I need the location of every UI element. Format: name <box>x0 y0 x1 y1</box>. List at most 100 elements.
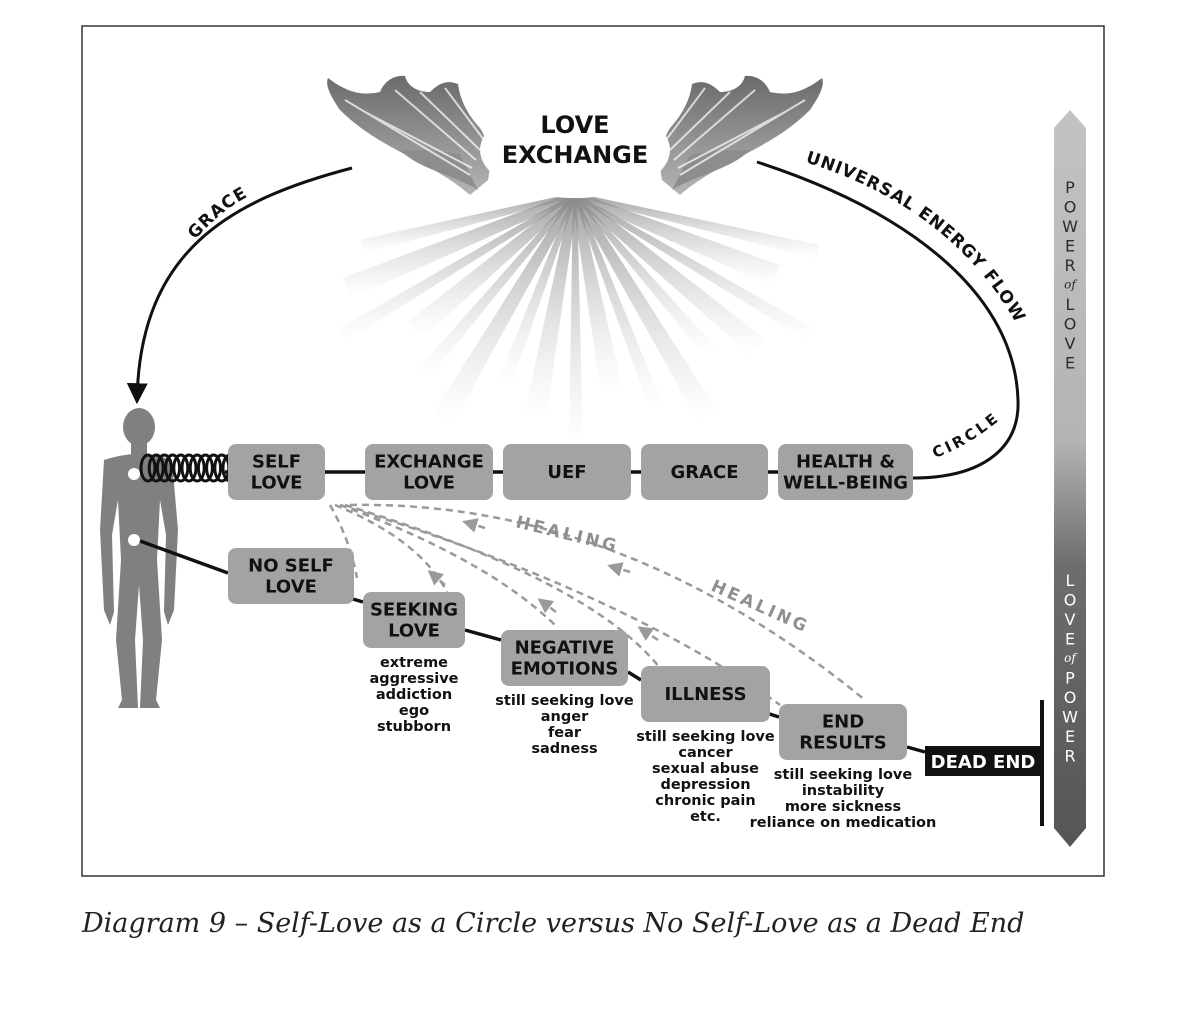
spiral-coil <box>196 453 214 483</box>
spiral-coil <box>155 453 173 483</box>
healing-arrowhead <box>462 518 486 533</box>
healing-arrowhead <box>607 562 631 577</box>
light-rays <box>338 191 819 448</box>
healing-label-2: HEALING <box>708 576 812 637</box>
spiral-coil <box>147 453 165 483</box>
box-uef: UEF <box>503 444 631 500</box>
no-self-love-dead-end-row: NO SELFLOVESEEKINGLOVEextremeaggressivea… <box>228 548 936 831</box>
light-ray <box>571 194 623 393</box>
box-illness-note: still seeking love <box>636 729 775 745</box>
box-illness-note: cancer <box>678 745 733 761</box>
spiral-coil <box>205 453 223 483</box>
box-self-love-label: SELF <box>252 452 301 473</box>
box-negative-emotions-note: fear <box>548 725 582 741</box>
box-uef-bg <box>503 444 631 500</box>
box-negative-emotions-label: EMOTIONS <box>511 659 619 680</box>
box-illness-note: sexual abuse <box>652 761 759 777</box>
light-ray <box>573 193 813 340</box>
box-illness-note: chronic pain <box>655 793 755 809</box>
box-self-love-label: LOVE <box>251 473 303 494</box>
healing-arrow <box>328 504 359 579</box>
box-end-results-label: RESULTS <box>799 733 886 754</box>
human-figure <box>100 408 178 708</box>
universal-energy-flow-arc <box>756 160 1020 480</box>
light-ray <box>417 193 577 378</box>
power-of-love-of: of <box>1064 278 1078 292</box>
box-illness-bg <box>641 666 770 722</box>
light-ray <box>498 194 577 385</box>
healing-arrowhead <box>427 570 446 586</box>
light-ray <box>568 194 583 448</box>
power-of-love-letter: E <box>1065 237 1075 256</box>
box-end-results-note: still seeking love <box>774 767 913 783</box>
box-end-results-bg <box>779 704 907 760</box>
light-ray <box>407 192 578 339</box>
light-ray <box>342 191 577 298</box>
power-of-love-letter: R <box>1064 256 1075 275</box>
light-ray <box>573 194 664 411</box>
light-ray <box>524 194 579 419</box>
healing-arrow <box>339 503 559 629</box>
love-exchange-line1: LOVE <box>540 111 609 139</box>
energy-spiral <box>139 453 239 483</box>
healing-arrow <box>349 503 866 701</box>
love-of-power-of: of <box>1064 651 1078 665</box>
box-end-results-label: END <box>822 712 864 733</box>
love-of-power-letter: V <box>1065 610 1076 629</box>
box-exchange-love-bg <box>365 444 493 500</box>
dead-end-box <box>925 746 1041 776</box>
love-of-power-letter: E <box>1065 630 1075 649</box>
love-of-power-letter: P <box>1065 669 1075 688</box>
power-of-love-letter: O <box>1064 198 1077 217</box>
power-love-scale-bar <box>1054 110 1086 847</box>
light-ray <box>574 192 819 259</box>
power-of-love-letter: P <box>1065 178 1075 197</box>
box-end-results-note: instability <box>802 783 885 799</box>
box-end-results-note: more sickness <box>785 799 901 815</box>
box-health-well-being-bg <box>778 444 913 500</box>
light-ray <box>338 193 577 342</box>
diagram-caption: Diagram 9 – Self-Love as a Circle versus… <box>82 908 1025 939</box>
spiral-coil <box>188 453 206 483</box>
love-exchange-line2: EXCHANGE <box>502 141 649 169</box>
light-ray <box>433 193 578 423</box>
belly-dot <box>128 534 140 546</box>
box-illness-note: depression <box>660 777 750 793</box>
power-of-love-letter: W <box>1062 217 1078 236</box>
love-of-power-letter: O <box>1064 591 1077 610</box>
box-negative-emotions-note: anger <box>541 709 589 725</box>
box-seeking-love-note: addiction <box>376 687 452 703</box>
love-of-power-letter: W <box>1062 708 1078 727</box>
box-seeking-love-bg <box>363 592 465 648</box>
spiral-coil <box>164 453 182 483</box>
spiral-coil <box>139 453 157 483</box>
box-grace-bg <box>641 444 768 500</box>
box-uef-label: UEF <box>547 462 586 483</box>
box-illness-label: ILLNESS <box>664 684 746 705</box>
power-of-love-letter: E <box>1065 354 1075 373</box>
box-exchange-love-label: EXCHANGE <box>374 452 484 473</box>
love-of-power-letter: R <box>1064 747 1075 766</box>
spiral-coil <box>180 453 198 483</box>
grace-arc-label: GRACE <box>184 183 251 243</box>
dead-end-label: DEAD END <box>931 752 1036 773</box>
love-of-power-letter: O <box>1064 688 1077 707</box>
box-no-self-love-label: NO SELF <box>248 556 334 577</box>
box-negative-emotions-note: sadness <box>531 741 597 757</box>
circle-label: CIRCLE <box>930 408 1004 462</box>
healing-arrow <box>339 503 781 707</box>
box-exchange-love-label: LOVE <box>403 473 455 494</box>
box-health-well-being: HEALTH &WELL-BEING <box>778 444 913 500</box>
box-no-self-love-bg <box>228 548 354 604</box>
box-health-well-being-label: WELL-BEING <box>783 473 908 494</box>
box-seeking-love-note: aggressive <box>369 671 458 687</box>
love-of-power-letter: L <box>1066 571 1075 590</box>
